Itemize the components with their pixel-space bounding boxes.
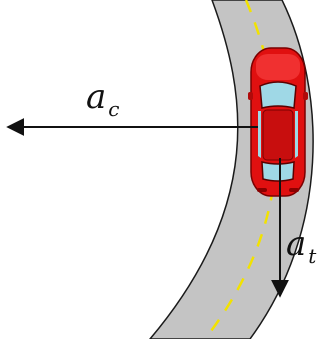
car-icon — [248, 47, 308, 197]
